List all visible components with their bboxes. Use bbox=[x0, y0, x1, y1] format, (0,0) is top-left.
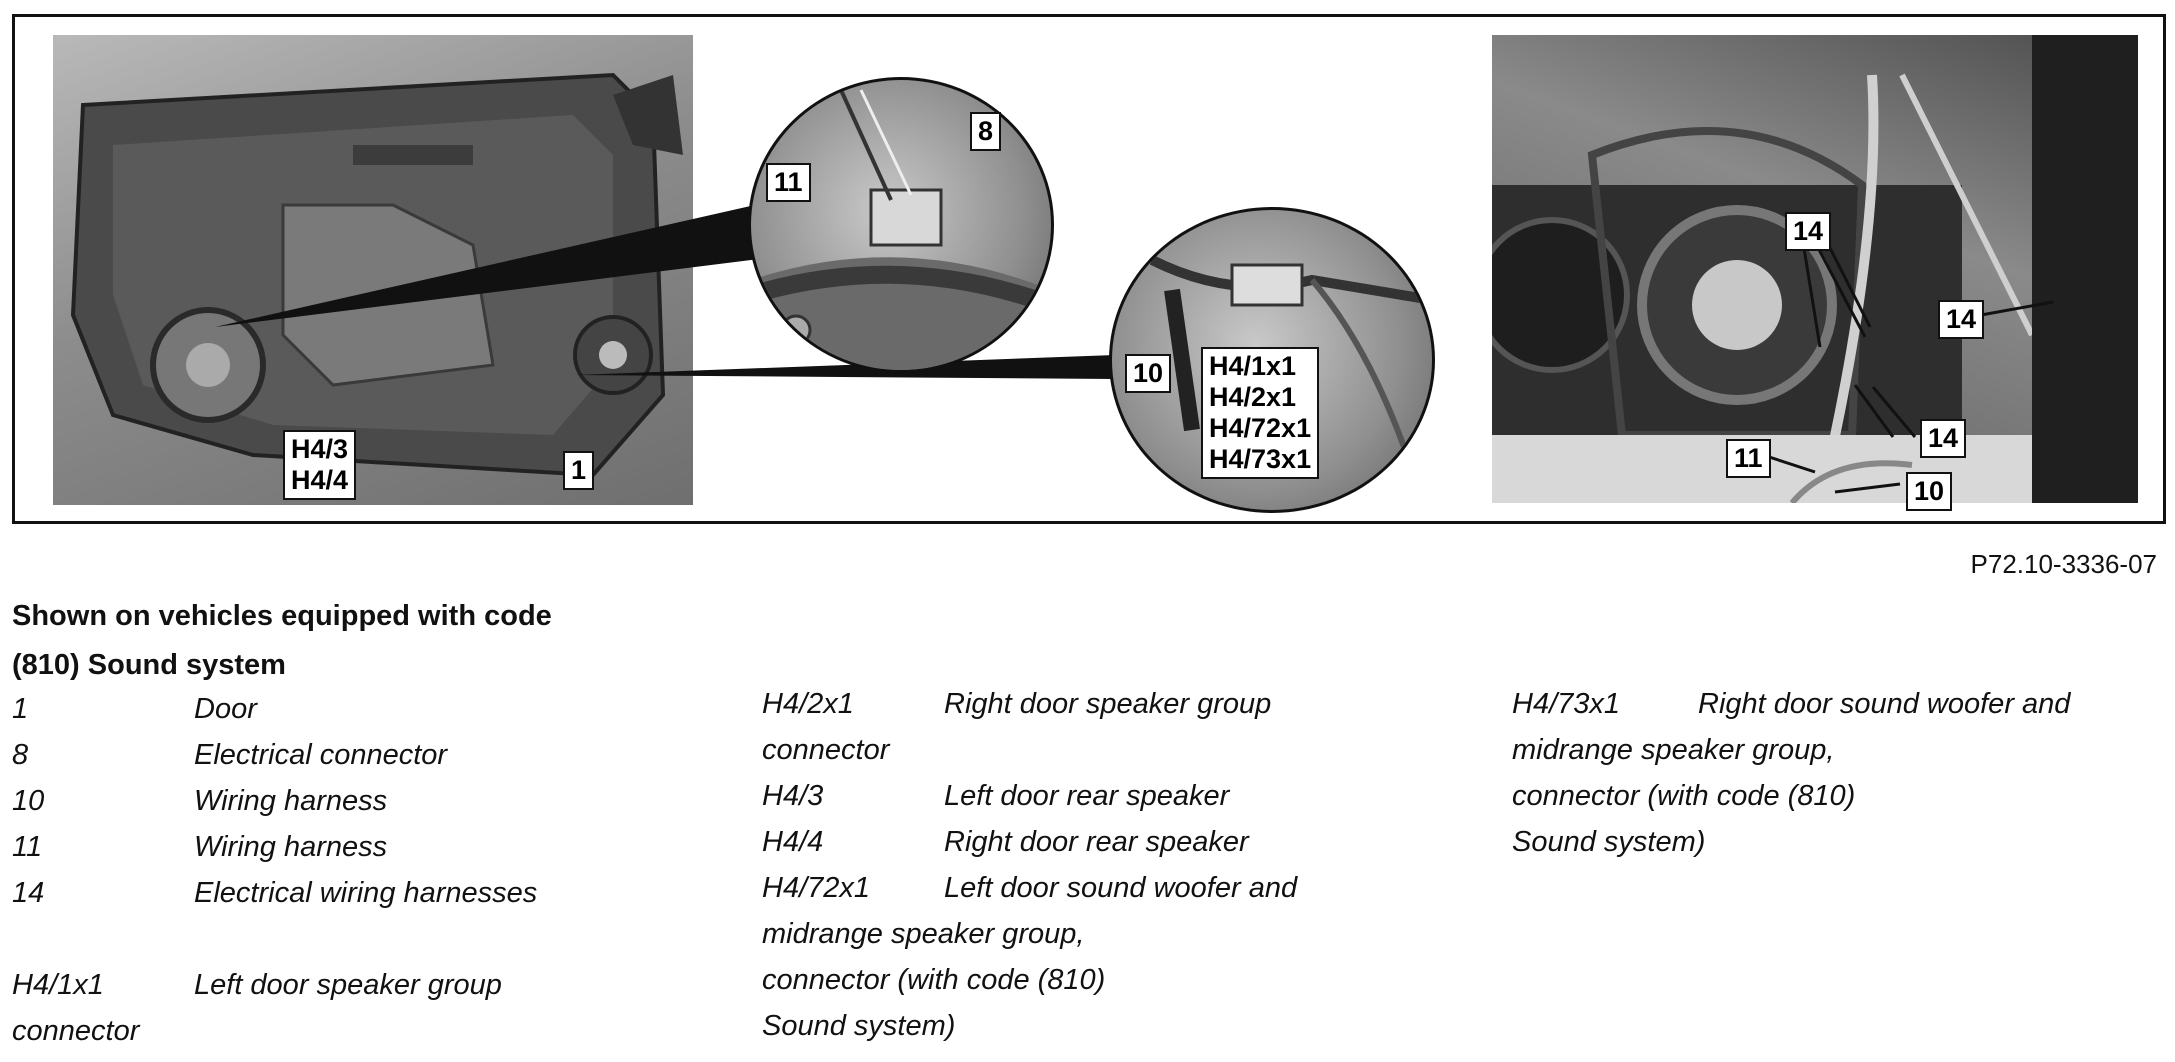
callout-1: 1 bbox=[563, 451, 595, 490]
callout-h43-h44: H4/3 H4/4 bbox=[283, 430, 357, 500]
legend-desc: Left door sound woofer and bbox=[944, 872, 1298, 904]
figure-reference: P72.10-3336-07 bbox=[1970, 549, 2157, 579]
legend-code: H4/2x1 bbox=[762, 688, 854, 720]
figure-frame: H4/3 H4/4 1 11 8 10 H4/1x1 H4/2x1 H4/72x… bbox=[12, 14, 2166, 524]
callout-label: H4/2x1 bbox=[1209, 382, 1297, 412]
legend-code: H4/3 bbox=[762, 780, 824, 812]
legend-desc-continued: connector (with code (810) bbox=[762, 964, 1106, 996]
callout-11-inset: 11 bbox=[766, 163, 811, 202]
legend-item: H4/73x1 Right door sound woofer and bbox=[1512, 681, 2070, 727]
callout-label: H4/72x1 bbox=[1209, 413, 1312, 443]
legend-desc: Left door speaker group bbox=[194, 969, 502, 1001]
rear-speaker-illustration bbox=[1492, 35, 2138, 503]
callout-14-c: 14 bbox=[1920, 419, 1967, 458]
legend-item: 1 Door bbox=[12, 686, 537, 732]
legend-desc: Right door speaker group bbox=[944, 688, 1272, 720]
legend-code: H4/4 bbox=[762, 826, 824, 858]
legend-heading-line1: Shown on vehicles equipped with code bbox=[12, 600, 552, 632]
callout-14-a: 14 bbox=[1785, 212, 1832, 251]
legend-column-1: 1 Door 8 Electrical connector 10 Wiring … bbox=[12, 686, 537, 1054]
legend-desc-continued: midrange speaker group, bbox=[1512, 734, 1835, 766]
callout-10-inset: 10 bbox=[1125, 354, 1172, 393]
legend-desc: Door bbox=[194, 693, 257, 725]
inset-connector-8 bbox=[748, 77, 1054, 373]
callout-label: H4/3 bbox=[291, 434, 349, 464]
legend-code: H4/1x1 bbox=[12, 969, 104, 1001]
legend-heading: Shown on vehicles equipped with code (81… bbox=[12, 592, 552, 690]
legend-desc: Wiring harness bbox=[194, 785, 388, 817]
legend-item: H4/72x1 Left door sound woofer and bbox=[762, 865, 1297, 911]
legend-desc-continued: connector (with code (810) bbox=[1512, 780, 1856, 812]
legend-item: H4/1x1 Left door speaker group bbox=[12, 962, 537, 1008]
leader-lines bbox=[215, 205, 1115, 379]
legend-item: H4/4 Right door rear speaker bbox=[762, 819, 1297, 865]
legend-desc: Right door rear speaker bbox=[944, 826, 1249, 858]
legend-item: 14 Electrical wiring harnesses bbox=[12, 870, 537, 916]
legend-desc: Right door sound woofer and bbox=[1698, 688, 2071, 720]
legend-item: 8 Electrical connector bbox=[12, 732, 537, 778]
rear-speaker-photo bbox=[1492, 35, 2138, 503]
legend-item: H4/3 Left door rear speaker bbox=[762, 773, 1297, 819]
legend-desc: Left door rear speaker bbox=[944, 780, 1230, 812]
callout-label: H4/1x1 bbox=[1209, 351, 1297, 381]
legend-code: 10 bbox=[12, 785, 45, 817]
legend-desc: Electrical connector bbox=[194, 739, 448, 771]
legend-code: 1 bbox=[12, 693, 29, 725]
callout-11-right: 11 bbox=[1726, 439, 1771, 478]
legend-desc: Wiring harness bbox=[194, 831, 388, 863]
legend-desc-continued: connector bbox=[762, 734, 890, 766]
legend-item: 10 Wiring harness bbox=[12, 778, 537, 824]
legend-code: 8 bbox=[12, 739, 29, 771]
callout-8: 8 bbox=[970, 112, 1002, 151]
callout-10-right: 10 bbox=[1906, 472, 1953, 511]
legend-code: H4/73x1 bbox=[1512, 688, 1621, 720]
legend-desc: Electrical wiring harnesses bbox=[194, 877, 538, 909]
callout-h4-group: H4/1x1 H4/2x1 H4/72x1 H4/73x1 bbox=[1201, 347, 1320, 479]
legend-code: 11 bbox=[12, 831, 43, 863]
legend-column-3: H4/73x1 Right door sound woofer and midr… bbox=[1512, 681, 2070, 865]
legend-desc-continued: connector bbox=[12, 1015, 140, 1047]
callout-label: H4/4 bbox=[291, 465, 349, 495]
legend-code: 14 bbox=[12, 877, 45, 909]
legend-desc-continued: Sound system) bbox=[762, 1010, 956, 1042]
legend-desc-continued: midrange speaker group, bbox=[762, 918, 1085, 950]
right-leader-lines bbox=[1759, 241, 2054, 494]
legend-item: H4/2x1 Right door speaker group bbox=[762, 681, 1297, 727]
callout-14-b: 14 bbox=[1938, 300, 1985, 339]
inset-connectors-h4-illustration bbox=[1149, 255, 1432, 471]
callout-label: H4/73x1 bbox=[1209, 444, 1312, 474]
legend-item: 11 Wiring harness bbox=[12, 824, 537, 870]
legend-code: H4/72x1 bbox=[762, 872, 871, 904]
legend-heading-line2: (810) Sound system bbox=[12, 649, 286, 681]
legend-desc-continued: Sound system) bbox=[1512, 826, 1706, 858]
legend-column-2: H4/2x1 Right door speaker group connecto… bbox=[762, 681, 1297, 1049]
